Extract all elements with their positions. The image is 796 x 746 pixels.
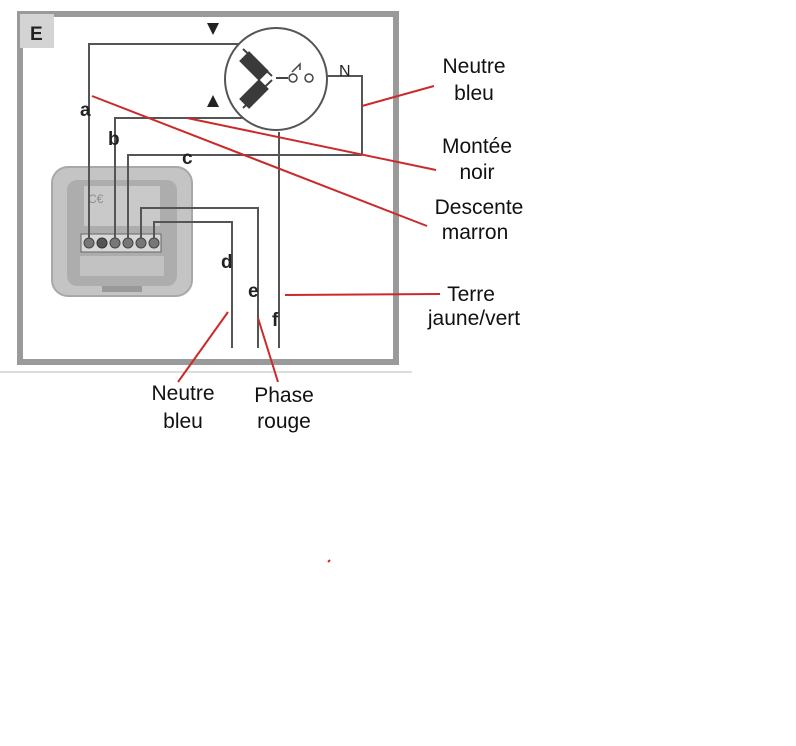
svg-text:Montée: Montée — [442, 135, 512, 158]
wire-label-f: f — [272, 310, 279, 331]
svg-text:Terre: Terre — [447, 283, 495, 306]
svg-text:rouge: rouge — [257, 410, 311, 433]
svg-text:bleu: bleu — [454, 82, 494, 105]
svg-text:noir: noir — [459, 161, 494, 184]
wire-label-d: d — [221, 252, 233, 273]
panel-corner-label: E — [30, 24, 43, 45]
motor-icon — [224, 27, 328, 131]
arrow-down-icon — [207, 23, 219, 35]
annotation-neutre-bottom: Neutre bleu — [151, 382, 214, 433]
annotation-terre: Terre jaune/vert — [427, 283, 520, 330]
svg-text:bleu: bleu — [163, 410, 203, 433]
annotation-phase: Phase rouge — [254, 384, 314, 433]
wire-label-n: N — [339, 63, 351, 80]
svg-text:Phase: Phase — [254, 384, 314, 407]
ce-mark-icon: C€ — [88, 192, 104, 206]
svg-text:marron: marron — [442, 221, 509, 244]
wire-label-a: a — [80, 100, 91, 121]
arrow-up-icon — [207, 95, 219, 107]
switch-module: C€ — [51, 166, 193, 297]
wire-label-c: c — [182, 148, 193, 169]
panel-corner-box — [20, 14, 54, 48]
wire-label-e: e — [248, 281, 259, 302]
svg-text:jaune/vert: jaune/vert — [427, 307, 520, 330]
annotation-descente: Descente marron — [435, 196, 524, 244]
annotation-neutre-top: Neutre bleu — [442, 55, 505, 105]
annotation-montee: Montée noir — [442, 135, 512, 184]
svg-text:Neutre: Neutre — [442, 55, 505, 78]
annotation-lines — [91, 85, 441, 563]
wires — [88, 43, 363, 348]
svg-text:Neutre: Neutre — [151, 382, 214, 405]
wire-label-b: b — [108, 129, 120, 150]
svg-text:Descente: Descente — [435, 196, 524, 219]
